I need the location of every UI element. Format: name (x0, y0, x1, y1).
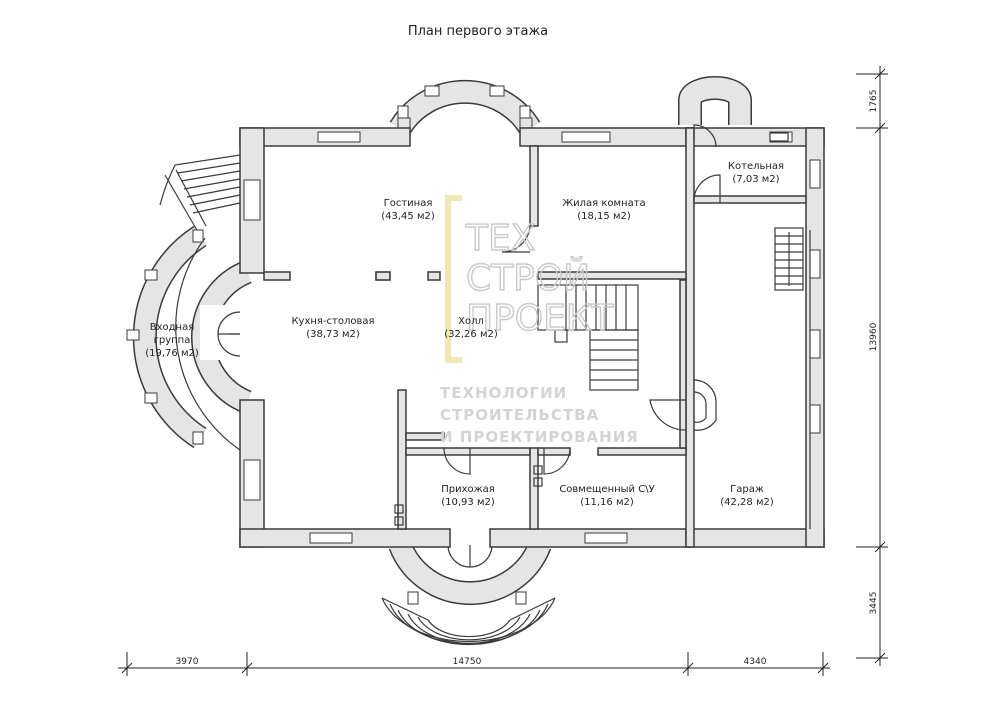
watermark-tag-3: И ПРОЕКТИРОВАНИЯ (440, 428, 639, 446)
room-hallway-area: (10,93 м2) (441, 497, 495, 508)
room-living-area: (43,45 м2) (381, 211, 435, 222)
watermark-line-2: СТРОЙ (466, 257, 590, 299)
room-kitchen-area: (38,73 м2) (306, 329, 360, 340)
room-hall-area: (32,26 м2) (444, 329, 498, 340)
dim-bottom-middle: 14750 (453, 657, 482, 667)
watermark-tag-2: СТРОИТЕЛЬСТВА (440, 406, 599, 424)
top-bay-window (389, 79, 541, 135)
room-labels: Гостиная (43,45 м2) Жилая комната (18,15… (145, 161, 784, 508)
dim-right-middle: 13960 (869, 322, 879, 351)
room-hall-name: Холл (458, 316, 484, 327)
room-bedroom-name: Жилая комната (562, 198, 645, 209)
room-hallway-name: Прихожая (441, 484, 495, 495)
room-kitchen-name: Кухня-столовая (291, 316, 374, 327)
room-entry-line-2: группа (154, 335, 191, 346)
room-entry-area: (19,76 м2) (145, 348, 199, 359)
entry-group-porch (126, 154, 252, 451)
plan-title: План первого этажа (408, 24, 548, 39)
dimension-right: 1765 13960 3445 (856, 66, 888, 666)
room-boiler-area: (7,03 м2) (732, 174, 779, 185)
watermark-line-3: ПРОЕКТ (466, 298, 614, 339)
room-bedroom-area: (18,15 м2) (577, 211, 631, 222)
boiler-tower (678, 76, 752, 125)
watermark-line-1: ТЕХ (465, 218, 535, 259)
dim-right-bottom: 3445 (869, 592, 879, 615)
room-bathroom-name: Совмещенный С\У (559, 484, 654, 495)
staircase (375, 132, 804, 526)
dim-bottom-right: 4340 (744, 657, 767, 667)
dim-right-top: 1765 (869, 90, 879, 113)
room-garage-area: (42,28 м2) (720, 497, 774, 508)
windows (243, 131, 821, 544)
room-living-name: Гостиная (384, 198, 433, 209)
dim-bottom-left: 3970 (176, 657, 199, 667)
watermark-tag-1: ТЕХНОЛОГИИ (440, 384, 567, 402)
doors (443, 124, 721, 475)
room-boiler-name: Котельная (728, 161, 784, 172)
bottom-porch (381, 540, 556, 646)
room-bathroom-area: (11,16 м2) (580, 497, 634, 508)
room-entry-line-1: Входная (150, 322, 195, 333)
dimension-bottom: 3970 14750 4340 (118, 652, 830, 676)
room-garage-name: Гараж (730, 484, 764, 495)
watermark: ТЕХ СТРОЙ ПРОЕКТ ТЕХНОЛОГИИ СТРОИТЕЛЬСТВ… (440, 195, 639, 446)
